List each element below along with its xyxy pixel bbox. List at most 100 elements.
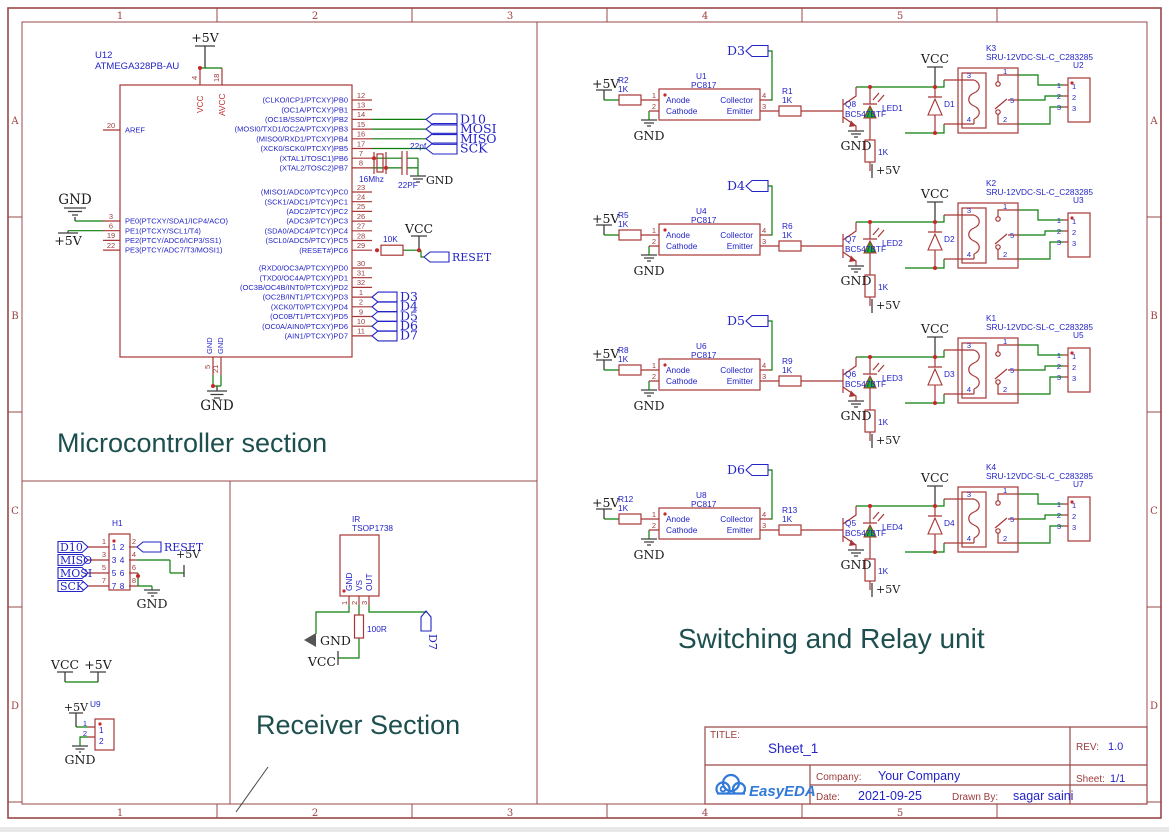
section-title: Switching and Relay unit — [678, 623, 985, 654]
net-flag: D5 — [727, 313, 745, 328]
frame-row-label: D — [1150, 701, 1158, 712]
drawn-by-label: Drawn By: — [952, 792, 998, 803]
power-5v-label: +5V — [54, 233, 82, 248]
net-flag: RESET — [452, 251, 492, 264]
pin-name: Collector — [720, 514, 753, 524]
power-5v-label: +5V — [592, 495, 620, 510]
pin-name: Collector — [720, 95, 753, 105]
vcc-label: VCC — [404, 221, 433, 236]
pin-number: 1 — [652, 361, 656, 370]
pin-name: (AIN1/PTCXY)PD7 — [285, 332, 348, 341]
connector-ref: U7 — [1073, 479, 1084, 489]
mcu-body — [119, 84, 353, 358]
pin-name: (XTAL1/TOSC1)PB6 — [280, 154, 349, 163]
transistor-ref: Q7 — [845, 234, 856, 244]
frame-col-label: 5 — [897, 11, 903, 22]
opto-part: PC817 — [691, 499, 717, 509]
gnd-label: GND — [137, 596, 168, 611]
pin-number: 2 — [1057, 92, 1061, 101]
pin-number: 3 — [762, 372, 766, 381]
frame-col-label: 2 — [312, 11, 318, 22]
resistor-value: 1K — [878, 147, 889, 157]
pin-name: PE0(PTCXY/SDA1/ICP4/ACO) — [125, 217, 228, 226]
power-5v-label: +5V — [876, 434, 901, 447]
pin-name: Anode — [666, 230, 690, 240]
frame-col-label: 2 — [312, 808, 318, 819]
pin-number: 2 — [652, 372, 656, 381]
pin-number: 5 — [112, 568, 117, 578]
net-flag: SCK — [460, 141, 488, 156]
net-flag: D6 — [727, 462, 745, 477]
pin-number: 28 — [357, 231, 365, 240]
pin-name: Anode — [666, 95, 690, 105]
pin-number: 4 — [762, 510, 766, 519]
resistor-value: 100R — [367, 624, 387, 634]
pin-number: 5 — [102, 563, 106, 572]
resistor-ref: R2 — [618, 75, 629, 85]
pin-number: 25 — [357, 202, 365, 211]
pin-number: 3 — [1057, 103, 1061, 112]
pin-number: 3 — [967, 490, 971, 499]
vcc-label: VCC — [920, 51, 949, 66]
pin-number: 26 — [357, 212, 365, 221]
power-5v-label: +5V — [876, 583, 901, 596]
pin-number: 19 — [107, 231, 115, 240]
resistor-value: 1K — [782, 95, 793, 105]
opto-part: PC817 — [691, 80, 717, 90]
opto-part: PC817 — [691, 350, 717, 360]
frame-row-label: C — [1150, 506, 1158, 517]
diode-ref: D3 — [944, 369, 955, 379]
reset-resistor — [380, 244, 404, 256]
net-flag: D7 — [426, 634, 439, 650]
ir-ref: IR — [352, 514, 360, 524]
power-5v-label: +5V — [64, 701, 89, 714]
opto-ref: U8 — [696, 490, 707, 500]
frame-col-label: 4 — [702, 11, 708, 22]
pin-name: GND — [205, 337, 214, 354]
pin-name: (XTAL2/TOSC2)PB7 — [280, 164, 349, 173]
date-value: 2021-09-25 — [858, 789, 922, 803]
vcc-label: VCC — [50, 657, 79, 672]
pin-number: 3 — [1072, 374, 1076, 383]
pin-number: 2 — [1072, 363, 1076, 372]
vcc-label: VCC — [307, 654, 336, 669]
crystal-body — [376, 153, 384, 173]
frame-row-label: B — [11, 311, 18, 322]
pin-number: 2 — [1057, 227, 1061, 236]
pin-number: 1 — [1003, 337, 1007, 346]
gnd-label: GND — [65, 752, 96, 767]
resistor-value: 1K — [878, 282, 889, 292]
transistor-part: BC547BTF — [845, 244, 886, 254]
pin-number: 1 — [652, 510, 656, 519]
pin-number: 4 — [762, 361, 766, 370]
frame-col-label: 1 — [117, 11, 123, 22]
pin-number: 1 — [83, 719, 87, 728]
pin-number: 2 — [1057, 362, 1061, 371]
pin-number: 7 — [359, 149, 363, 158]
gnd-label: GND — [634, 547, 665, 562]
frame-col-label: 1 — [117, 808, 123, 819]
pin-name: (OC0B/T1/PTCXY)PD5 — [270, 312, 348, 321]
pin-number: 4 — [967, 250, 971, 259]
resistor-value: 1K — [782, 230, 793, 240]
net-flag: D3 — [400, 289, 418, 304]
pin-number: 4 — [762, 91, 766, 100]
pin-number: 3 — [1057, 522, 1061, 531]
resistor-value: 1K — [618, 354, 629, 364]
frame-row-label: A — [10, 116, 19, 127]
gnd-label: GND — [841, 408, 872, 423]
pin-number: 27 — [357, 222, 365, 231]
pin-number: 1 — [1057, 216, 1061, 225]
power-5v-label: +5V — [592, 211, 620, 226]
pin-number: 1 — [1057, 500, 1061, 509]
pin-number: 1 — [112, 542, 117, 552]
net-flag: D10 — [460, 111, 486, 126]
isp-header: H1 D10 MISO MOSI SCK RESET +5V GND 1 3 5… — [57, 518, 204, 611]
pin-number: 6 — [132, 563, 136, 572]
pin-name: (MOSI0/TXD1/OC2A/PTCXY)PB3 — [235, 125, 348, 134]
pin-number: 3 — [1057, 373, 1061, 382]
resistor-value: 1K — [618, 219, 629, 229]
pin-name: (OC3B/OC4B/INT0/PTCXY)PD2 — [240, 283, 348, 292]
pin-number: 9 — [359, 307, 363, 316]
net-flag: MISO — [60, 554, 92, 567]
